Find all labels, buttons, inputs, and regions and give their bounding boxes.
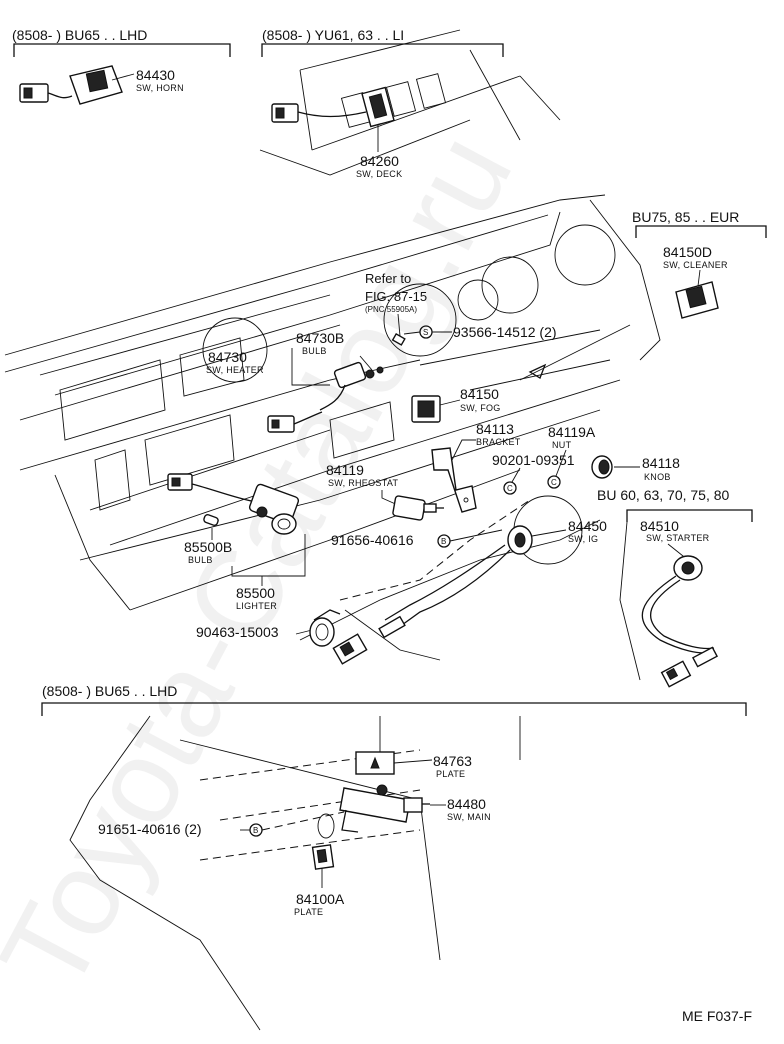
heater-connector-icon (267, 411, 323, 433)
callout-84119A: 84119A NUT C (547, 424, 596, 489)
callout-84510: 84510 SW, STARTER (640, 518, 719, 688)
label-84510-num: 84510 (640, 518, 679, 534)
label-84150D-name: SW, CLEANER (663, 260, 728, 270)
label-84260-num: 84260 (360, 153, 399, 169)
header-bottom: (8508- ) BU65 . . LHD (42, 683, 177, 699)
callout-84119: 84119 SW, RHEOSTAT (326, 462, 444, 521)
ig-connector-icon (332, 615, 406, 665)
marker-c1-text: C (507, 484, 513, 493)
figure-code: ME F037-F (682, 1008, 752, 1024)
callout-90463: 90463-15003 (196, 609, 341, 647)
label-84430-num: 84430 (136, 67, 175, 83)
label-84118-num: 84118 (642, 455, 680, 471)
label-84119A-num: 84119A (548, 424, 596, 440)
callout-84150: 84150 SW, FOG (411, 386, 501, 423)
label-91656-num: 91656-40616 (331, 532, 414, 548)
header-top-mid: (8508- ) YU61, 63 . . LI (262, 27, 404, 43)
deck-connector-icon (271, 103, 367, 123)
clamp-icon (309, 609, 341, 647)
marker-b2-text: B (253, 826, 258, 835)
heater-switch-icon (319, 361, 384, 411)
label-84119A-name: NUT (552, 440, 572, 450)
marker-b1-text: B (441, 537, 446, 546)
label-84730-name: SW, HEATER (206, 365, 264, 375)
label-84480-num: 84480 (447, 796, 486, 812)
label-85500-num: 85500 (236, 585, 275, 601)
fog-switch-icon (411, 395, 441, 423)
label-90201-num: 90201-09351 (492, 452, 575, 468)
label-93566-num: 93566-14512 (2) (453, 324, 557, 340)
header-right-eur: BU75, 85 . . EUR (632, 209, 739, 225)
knob-icon (591, 455, 613, 479)
plate-84763-icon (355, 751, 395, 775)
inset-right-eur: BU75, 85 . . EUR 84150D SW, CLEANER (632, 209, 767, 319)
ignition-switch-icon (384, 495, 583, 631)
label-84430-name: SW, HORN (136, 83, 184, 93)
label-84730-num: 84730 (208, 349, 247, 365)
label-84730B-num: 84730B (296, 330, 344, 346)
label-84450-name: SW, IG (568, 534, 598, 544)
label-84260-name: SW, DECK (356, 169, 402, 179)
callout-91656: 91656-40616 B (331, 529, 503, 548)
horn-connector-icon (19, 83, 73, 103)
label-84763-name: PLATE (436, 769, 465, 779)
inset-right-bu: BU 60, 63, 70, 75, 80 (597, 487, 753, 681)
label-84100A-num: 84100A (296, 891, 345, 907)
marker-c2-icon (547, 475, 561, 489)
lighter-bulb-icon (203, 513, 219, 527)
plate-84100A-icon (311, 844, 335, 870)
label-84150-num: 84150 (460, 386, 499, 402)
horn-switch-icon (69, 65, 123, 105)
label-85500-name: LIGHTER (236, 601, 277, 611)
lighter-icon (248, 483, 300, 535)
callout-lighter: 85500B BULB 85500 LIGHTER (167, 473, 306, 611)
refer-line3: (PNC 55905A) (365, 305, 417, 314)
marker-s-text: S (423, 328, 428, 337)
label-84118-name: KNOB (644, 472, 671, 482)
bracket-icon (431, 447, 477, 513)
lighter-connector-icon (167, 473, 257, 503)
inset-top-left: (8508- ) BU65 . . LHD 84430 SW, HORN (12, 27, 231, 105)
inset-top-mid: (8508- ) YU61, 63 . . LI 84260 SW, DECK (259, 27, 561, 179)
label-85500B-num: 85500B (184, 539, 232, 555)
marker-c1-icon (503, 481, 517, 495)
label-84730B-name: BULB (302, 346, 327, 356)
refer-note: Refer to FIG. 87-15 (PNC 55905A) (365, 271, 427, 337)
callout-90201: 90201-09351 C (492, 452, 575, 495)
rheostat-icon (392, 495, 444, 521)
main-switch-icon (339, 784, 430, 833)
label-84100A-name: PLATE (294, 907, 323, 917)
label-84113-name: BRACKET (476, 437, 521, 447)
cleaner-switch-icon (675, 281, 719, 319)
callout-93566: S 93566-14512 (2) (391, 324, 557, 346)
label-90463-num: 90463-15003 (196, 624, 279, 640)
refer-line2: FIG. 87-15 (365, 289, 427, 304)
callout-84450: 84450 SW, IG (332, 495, 607, 665)
label-85500B-name: BULB (188, 555, 213, 565)
header-top-left: (8508- ) BU65 . . LHD (12, 27, 147, 43)
label-84763-num: 84763 (433, 753, 472, 769)
deck-switch-icon (361, 86, 395, 128)
label-84119-num: 84119 (326, 462, 364, 478)
callout-84113: 84113 BRACKET (431, 421, 521, 513)
label-84480-name: SW, MAIN (447, 812, 491, 822)
inset-bottom: (8508- ) BU65 . . LHD 84763 PLATE 84480 (41, 683, 747, 1031)
starter-connector-icon (660, 646, 719, 688)
marker-c2-text: C (551, 478, 557, 487)
callout-84118: 84118 KNOB (591, 455, 680, 482)
starter-switch-icon (641, 555, 715, 654)
callout-84730: 84730B BULB 84730 SW, HEATER (206, 330, 384, 433)
header-right-bu: BU 60, 63, 70, 75, 80 (597, 487, 730, 503)
label-84150-name: SW, FOG (460, 403, 501, 413)
label-84510-name: SW, STARTER (646, 533, 710, 543)
refer-line1: Refer to (365, 271, 411, 286)
label-91651-num: 91651-40616 (2) (98, 821, 202, 837)
label-84113-num: 84113 (476, 421, 514, 437)
label-84450-num: 84450 (568, 518, 607, 534)
label-84119-name: SW, RHEOSTAT (328, 478, 398, 488)
label-84150D-num: 84150D (663, 244, 712, 260)
watermark: Toyota-Catalog.ru (0, 113, 538, 1012)
